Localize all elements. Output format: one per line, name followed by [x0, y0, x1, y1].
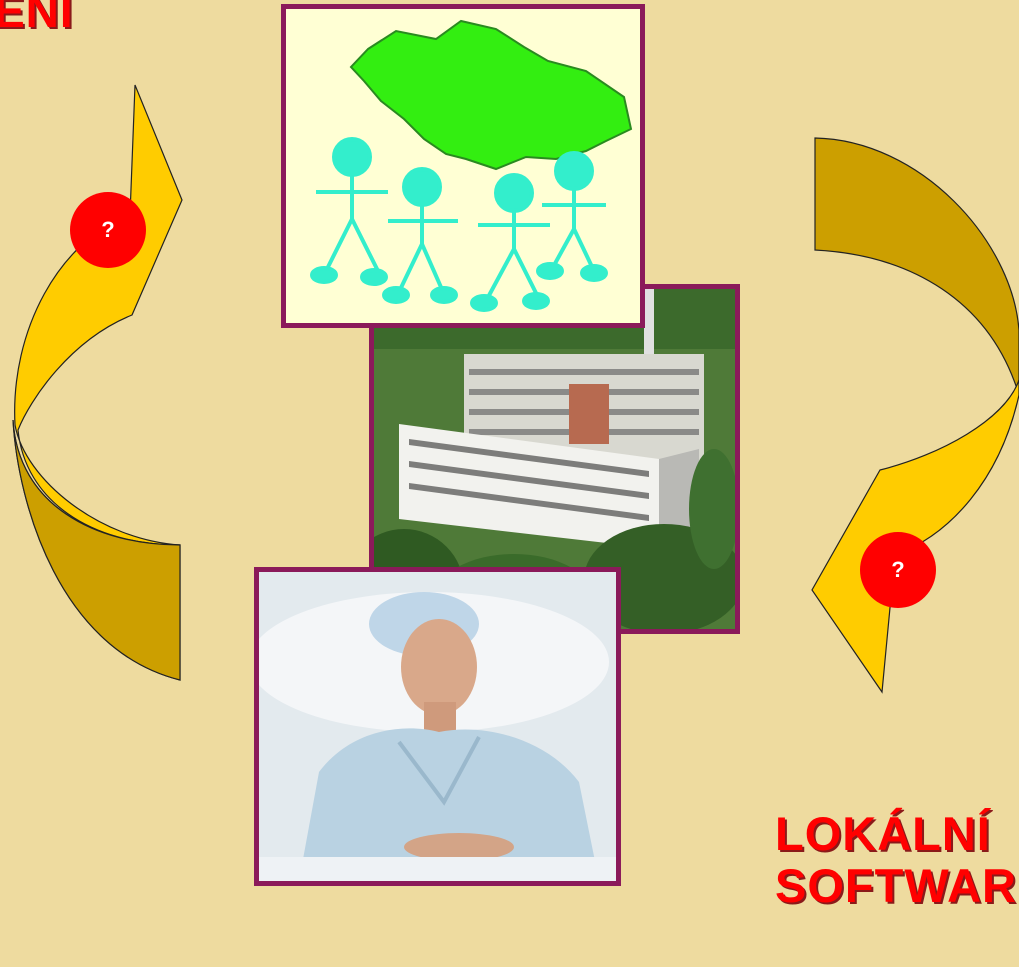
- local-software-line2: SOFTWARE: [775, 859, 1019, 912]
- czech-map-illustration: [286, 9, 640, 323]
- left-cycle-arrow: [12, 84, 183, 681]
- stick-figures-group: [310, 137, 608, 312]
- patient-image: [254, 567, 621, 886]
- question-badge-right: ?: [860, 532, 936, 608]
- map-people-image: [281, 4, 645, 328]
- czech-map-shape: [349, 19, 633, 171]
- right-cycle-arrow: [811, 137, 1019, 694]
- slide-title-fragment: ENÍ: [0, 0, 74, 37]
- local-software-line1: LOKÁLNÍ: [775, 807, 991, 860]
- patient-photo: [259, 572, 616, 881]
- figure-head: [332, 137, 372, 177]
- question-badge-left: ?: [70, 192, 146, 268]
- local-software-label: LOKÁLNÍ SOFTWARE: [775, 808, 1019, 912]
